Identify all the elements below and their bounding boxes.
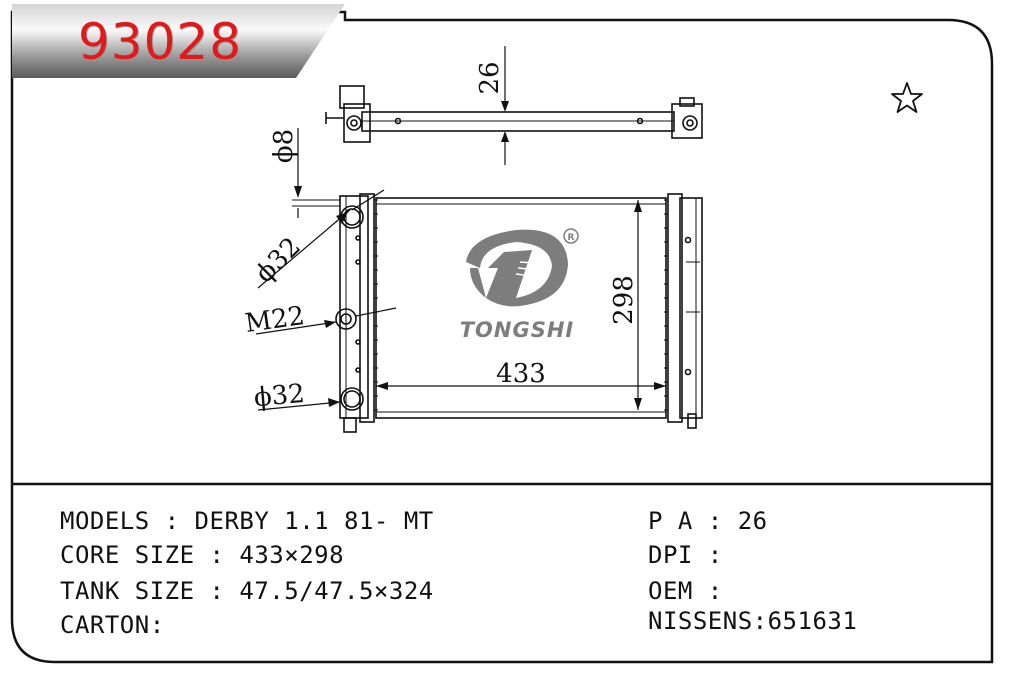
radiator-drawing: 26 ϕ8 ϕ32 M22 ϕ32 433 298 R TONGSHI — [243, 46, 703, 433]
dim-core-height: 298 — [609, 275, 639, 325]
dim-core-width: 433 — [496, 359, 546, 389]
part-number-badge: 93028 — [78, 13, 243, 71]
dim-pin-diameter: ϕ8 — [269, 129, 299, 163]
star-icon[interactable] — [889, 80, 925, 116]
spec-pa: P A : 26 — [648, 507, 768, 535]
spec-nissens: NISSENS:651631 — [648, 607, 858, 635]
spec-carton: CARTON: — [60, 611, 165, 639]
dim-thread: M22 — [243, 301, 306, 339]
spec-dpi: DPI : — [648, 541, 723, 569]
spec-core-size: CORE SIZE : 433×298 — [60, 541, 345, 569]
dim-upper-pipe: ϕ32 — [250, 232, 307, 289]
spec-oem: OEM : — [648, 577, 723, 605]
dim-top-height: 26 — [475, 61, 505, 94]
tongshi-logo: R TONGSHI — [460, 228, 579, 342]
spec-tank-size: TANK SIZE : 47.5/47.5×324 — [60, 577, 434, 605]
spec-models: MODELS : DERBY 1.1 81- MT — [60, 507, 434, 535]
brand-name: TONGSHI — [460, 318, 575, 342]
registered-mark: R — [568, 233, 575, 243]
dim-lower-pipe: ϕ32 — [253, 379, 306, 413]
